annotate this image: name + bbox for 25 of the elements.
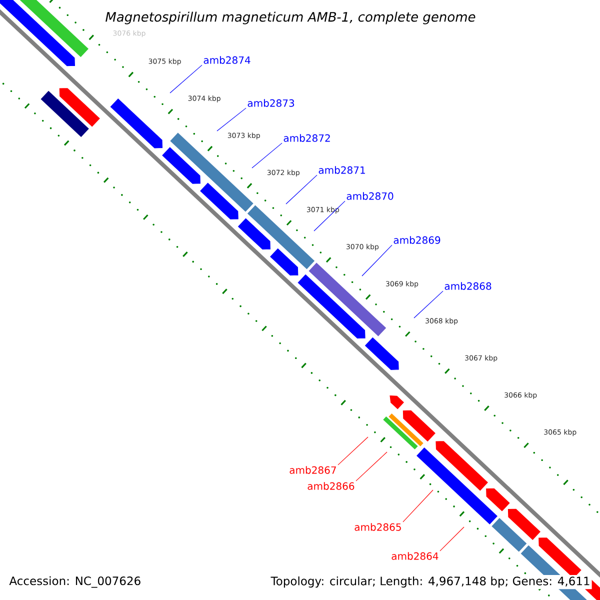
leader-line [356, 452, 388, 482]
leader-line [286, 174, 318, 204]
accession-text: Accession: NC_007626 [8, 575, 142, 589]
leader-line [252, 142, 282, 168]
title: Magnetospirillum magneticum AMB-1, complete genome [106, 12, 476, 24]
leader-line [314, 200, 346, 232]
leader-line [338, 436, 368, 466]
gene-label: amb2873 [248, 99, 294, 107]
leader-line [440, 526, 464, 552]
gene-label: amb2865 [354, 523, 401, 531]
gene-label: amb2874 [204, 56, 250, 64]
gene-label: amb2870 [346, 192, 394, 200]
leader-line [170, 64, 202, 94]
gene-label: amb2867 [290, 466, 336, 474]
gene-label: amb2868 [444, 282, 492, 290]
gene-label: amb2864 [392, 552, 438, 560]
gene-label: amb2872 [284, 134, 330, 142]
gene-label: amb2869 [394, 236, 440, 244]
leader-line [362, 244, 392, 276]
genome-info-text: Topology: circular; Length: 4,967,148 bp; Genes: 4,611 [269, 574, 592, 590]
gene-label: amb2866 [308, 482, 354, 490]
leader-line [414, 290, 444, 318]
leader-line [402, 490, 434, 522]
gene-label: amb2871 [318, 166, 365, 174]
leader-line [216, 108, 246, 132]
